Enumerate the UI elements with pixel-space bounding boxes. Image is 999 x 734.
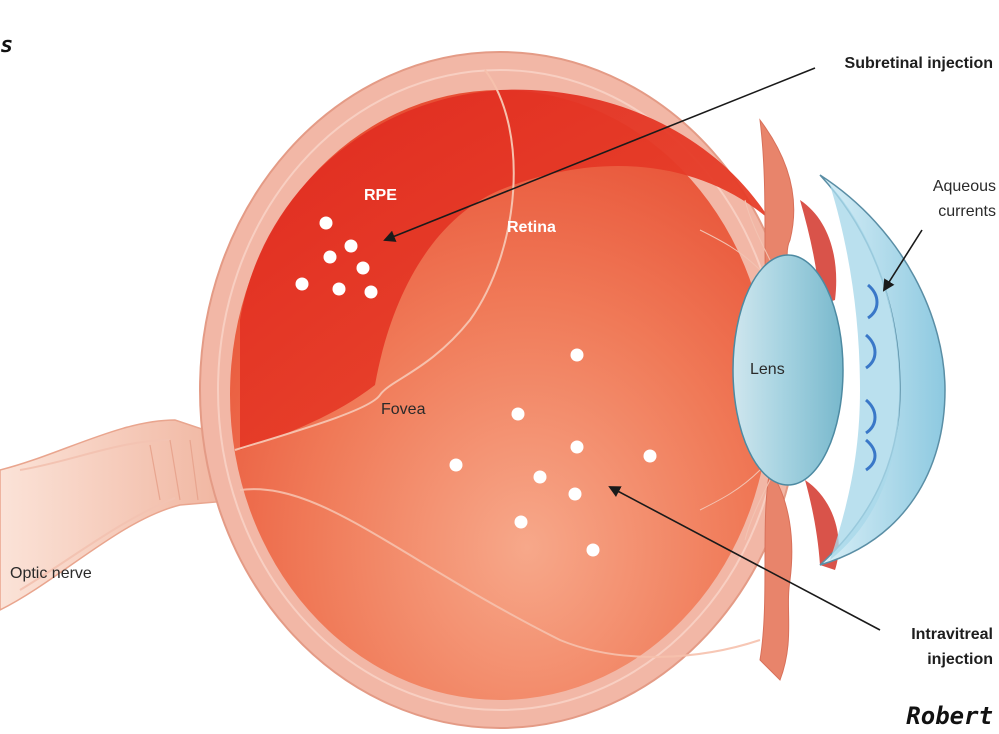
label-optic-nerve: Optic nerve — [10, 565, 92, 582]
label-intravitreal-line1: Intravitreal — [911, 626, 993, 643]
label-retina: Retina — [507, 219, 556, 236]
edge-glyph: s — [0, 33, 13, 58]
label-aqueous-line2: currents — [938, 203, 996, 220]
label-lens: Lens — [750, 361, 785, 378]
label-intravitreal-line2: injection — [927, 651, 993, 668]
label-fovea: Fovea — [381, 401, 426, 418]
label-aqueous-line1: Aqueous — [933, 178, 996, 195]
author-signature: Robert — [906, 702, 993, 730]
label-rpe: RPE — [364, 187, 397, 204]
label-subretinal-injection: Subretinal injection — [845, 55, 993, 72]
